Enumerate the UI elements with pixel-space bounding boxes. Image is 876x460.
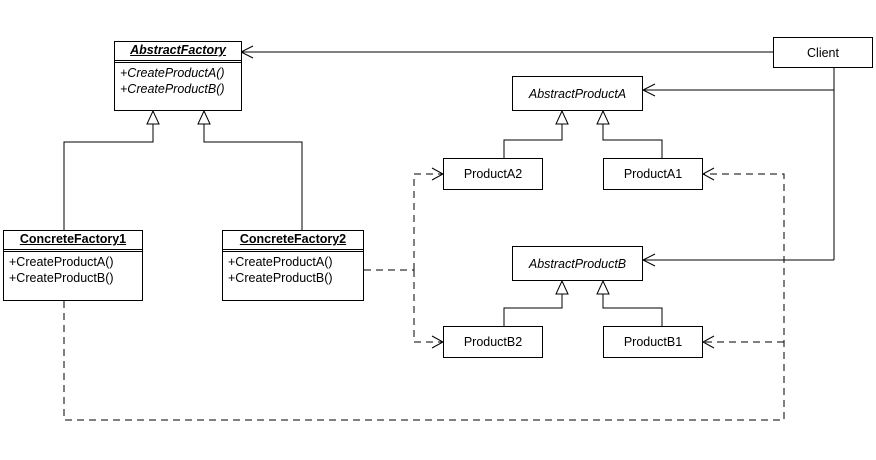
- abstract-product-b-name: AbstractProductB: [528, 256, 627, 271]
- client-name: Client: [807, 45, 839, 60]
- concrete-factory-1-inheritance-line: [63, 124, 154, 230]
- concrete-factory-1-divider: [4, 249, 142, 252]
- concrete-factory-1-operations: +CreateProductA() +CreateProductB(): [4, 252, 142, 288]
- product-a2-dependency-line: [413, 173, 443, 270]
- concrete-factory-1-op-create-product-a: +CreateProductA(): [9, 255, 114, 269]
- client-to-abstract-product-b-arrowhead: [641, 253, 656, 267]
- abstract-factory-divider: [115, 60, 241, 63]
- product-b2-name: ProductB2: [463, 335, 523, 349]
- product-a1-class[interactable]: ProductA1: [603, 158, 703, 190]
- concrete-factory-1-op-create-product-b: +CreateProductB(): [9, 271, 114, 285]
- concrete-factory-2-inheritance-line: [203, 124, 303, 230]
- client-to-abstract-product-a-arrowhead: [641, 83, 656, 97]
- product-b1-name: ProductB1: [623, 335, 683, 349]
- product-a1-dependency-arrowhead: [701, 167, 715, 181]
- product-b2-inheritance-triangle: [555, 279, 569, 295]
- concrete-factory-2-name: ConcreteFactory2: [239, 232, 347, 246]
- concrete-factory-2-divider: [223, 249, 363, 252]
- abstract-product-a-name: AbstractProductA: [528, 86, 627, 101]
- product-b2-inheritance-line: [503, 294, 563, 326]
- concrete-factory-1-dependency-line: [63, 173, 785, 421]
- concrete-factory-1-inheritance-triangle: [146, 109, 160, 125]
- abstract-factory-class[interactable]: AbstractFactory +CreateProductA() +Creat…: [114, 41, 242, 111]
- concrete-factory-1-class[interactable]: ConcreteFactory1 +CreateProductA() +Crea…: [3, 230, 143, 301]
- product-a2-inheritance-triangle: [555, 109, 569, 125]
- concrete-factory-2-operations: +CreateProductA() +CreateProductB(): [223, 252, 363, 288]
- product-a1-inheritance-line: [602, 124, 663, 158]
- abstract-factory-name: AbstractFactory: [130, 43, 226, 57]
- product-a1-inheritance-triangle: [596, 109, 610, 125]
- product-b1-class[interactable]: ProductB1: [603, 326, 703, 358]
- product-b2-dependency-line: [413, 270, 443, 343]
- product-b2-class[interactable]: ProductB2: [443, 326, 543, 358]
- product-b1-inheritance-triangle: [596, 279, 610, 295]
- product-a2-name: ProductA2: [463, 167, 523, 181]
- client-class[interactable]: Client: [773, 37, 873, 68]
- product-a1-name: ProductA1: [623, 167, 683, 181]
- abstract-factory-op-create-product-a: +CreateProductA(): [120, 66, 225, 80]
- concrete-factory-2-class[interactable]: ConcreteFactory2 +CreateProductA() +Crea…: [222, 230, 364, 301]
- abstract-factory-op-create-product-b: +CreateProductB(): [120, 82, 225, 96]
- abstract-product-b-class[interactable]: AbstractProductB: [512, 246, 643, 281]
- abstract-product-a-class[interactable]: AbstractProductA: [512, 76, 643, 111]
- concrete-factory-2-op-create-product-a: +CreateProductA(): [228, 255, 333, 269]
- concrete-factory-2-inheritance-triangle: [197, 109, 211, 125]
- abstract-factory-operations: +CreateProductA() +CreateProductB(): [115, 63, 241, 99]
- product-a2-class[interactable]: ProductA2: [443, 158, 543, 190]
- concrete-factory-1-name: ConcreteFactory1: [19, 232, 127, 246]
- product-b1-dependency-arrowhead: [701, 335, 715, 349]
- product-b1-inheritance-line: [602, 294, 663, 326]
- concrete-factory-2-op-create-product-b: +CreateProductB(): [228, 271, 333, 285]
- product-a2-inheritance-line: [503, 124, 563, 158]
